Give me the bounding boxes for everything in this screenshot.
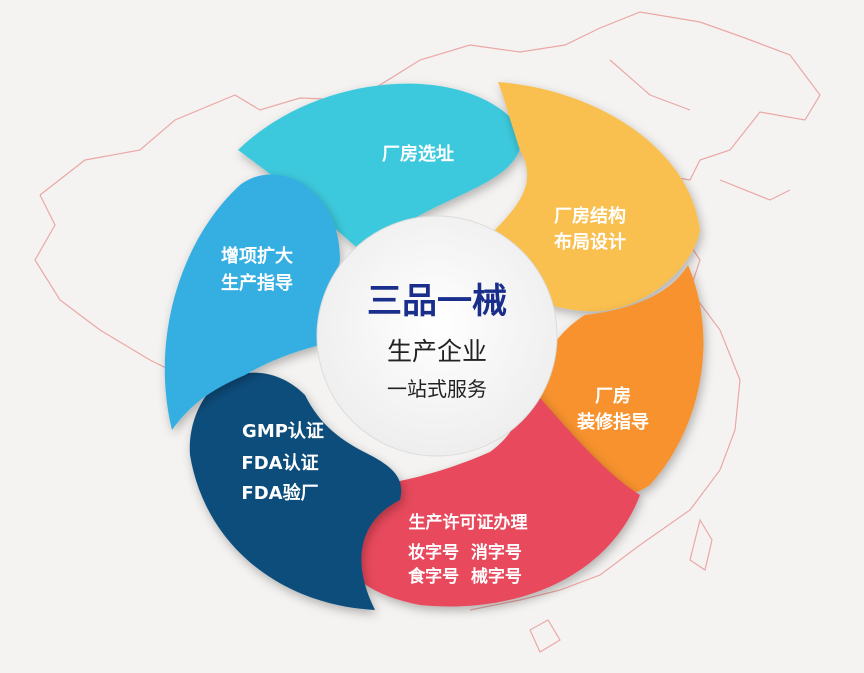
label-decor-line-1: 厂房 — [595, 385, 631, 407]
label-layout-line-2: 布局设计 — [554, 231, 626, 253]
center-line2: 生产企业 — [387, 337, 487, 366]
label-cert-line-3: FDA验厂 — [241, 482, 318, 504]
label-license-line-1: 生产许可证办理 — [409, 512, 528, 533]
petal-labels: 厂房选址 厂房结构 布局设计 厂房 装修指导 生产许可证办理 妆字号 消字号 食… — [221, 143, 649, 587]
china-map-outline — [34, 11, 821, 653]
center-line3: 一站式服务 — [387, 377, 487, 401]
label-license-line-2: 妆字号 消字号 — [408, 542, 522, 563]
label-decor-line-2: 装修指导 — [577, 411, 649, 433]
petal-site — [238, 83, 522, 250]
label-license-line-3: 食字号 械字号 — [408, 566, 522, 587]
petal-layout — [485, 82, 700, 312]
petal-cert — [189, 372, 402, 610]
center-brand: 三品一械 — [367, 282, 507, 322]
label-cert-line-2: FDA认证 — [241, 452, 318, 474]
label-cert-line-1: GMP认证 — [242, 420, 324, 442]
label-expand-line-1: 增项扩大 — [221, 245, 293, 267]
center-hub: 三品一械 生产企业 一站式服务 — [316, 215, 558, 457]
label-layout-line-1: 厂房结构 — [554, 205, 626, 227]
label-expand-line-2: 生产指导 — [221, 272, 293, 294]
label-site-line-1: 厂房选址 — [382, 143, 454, 165]
petal-group — [164, 82, 704, 610]
petal-expand — [164, 174, 340, 430]
petal-license — [344, 375, 640, 607]
